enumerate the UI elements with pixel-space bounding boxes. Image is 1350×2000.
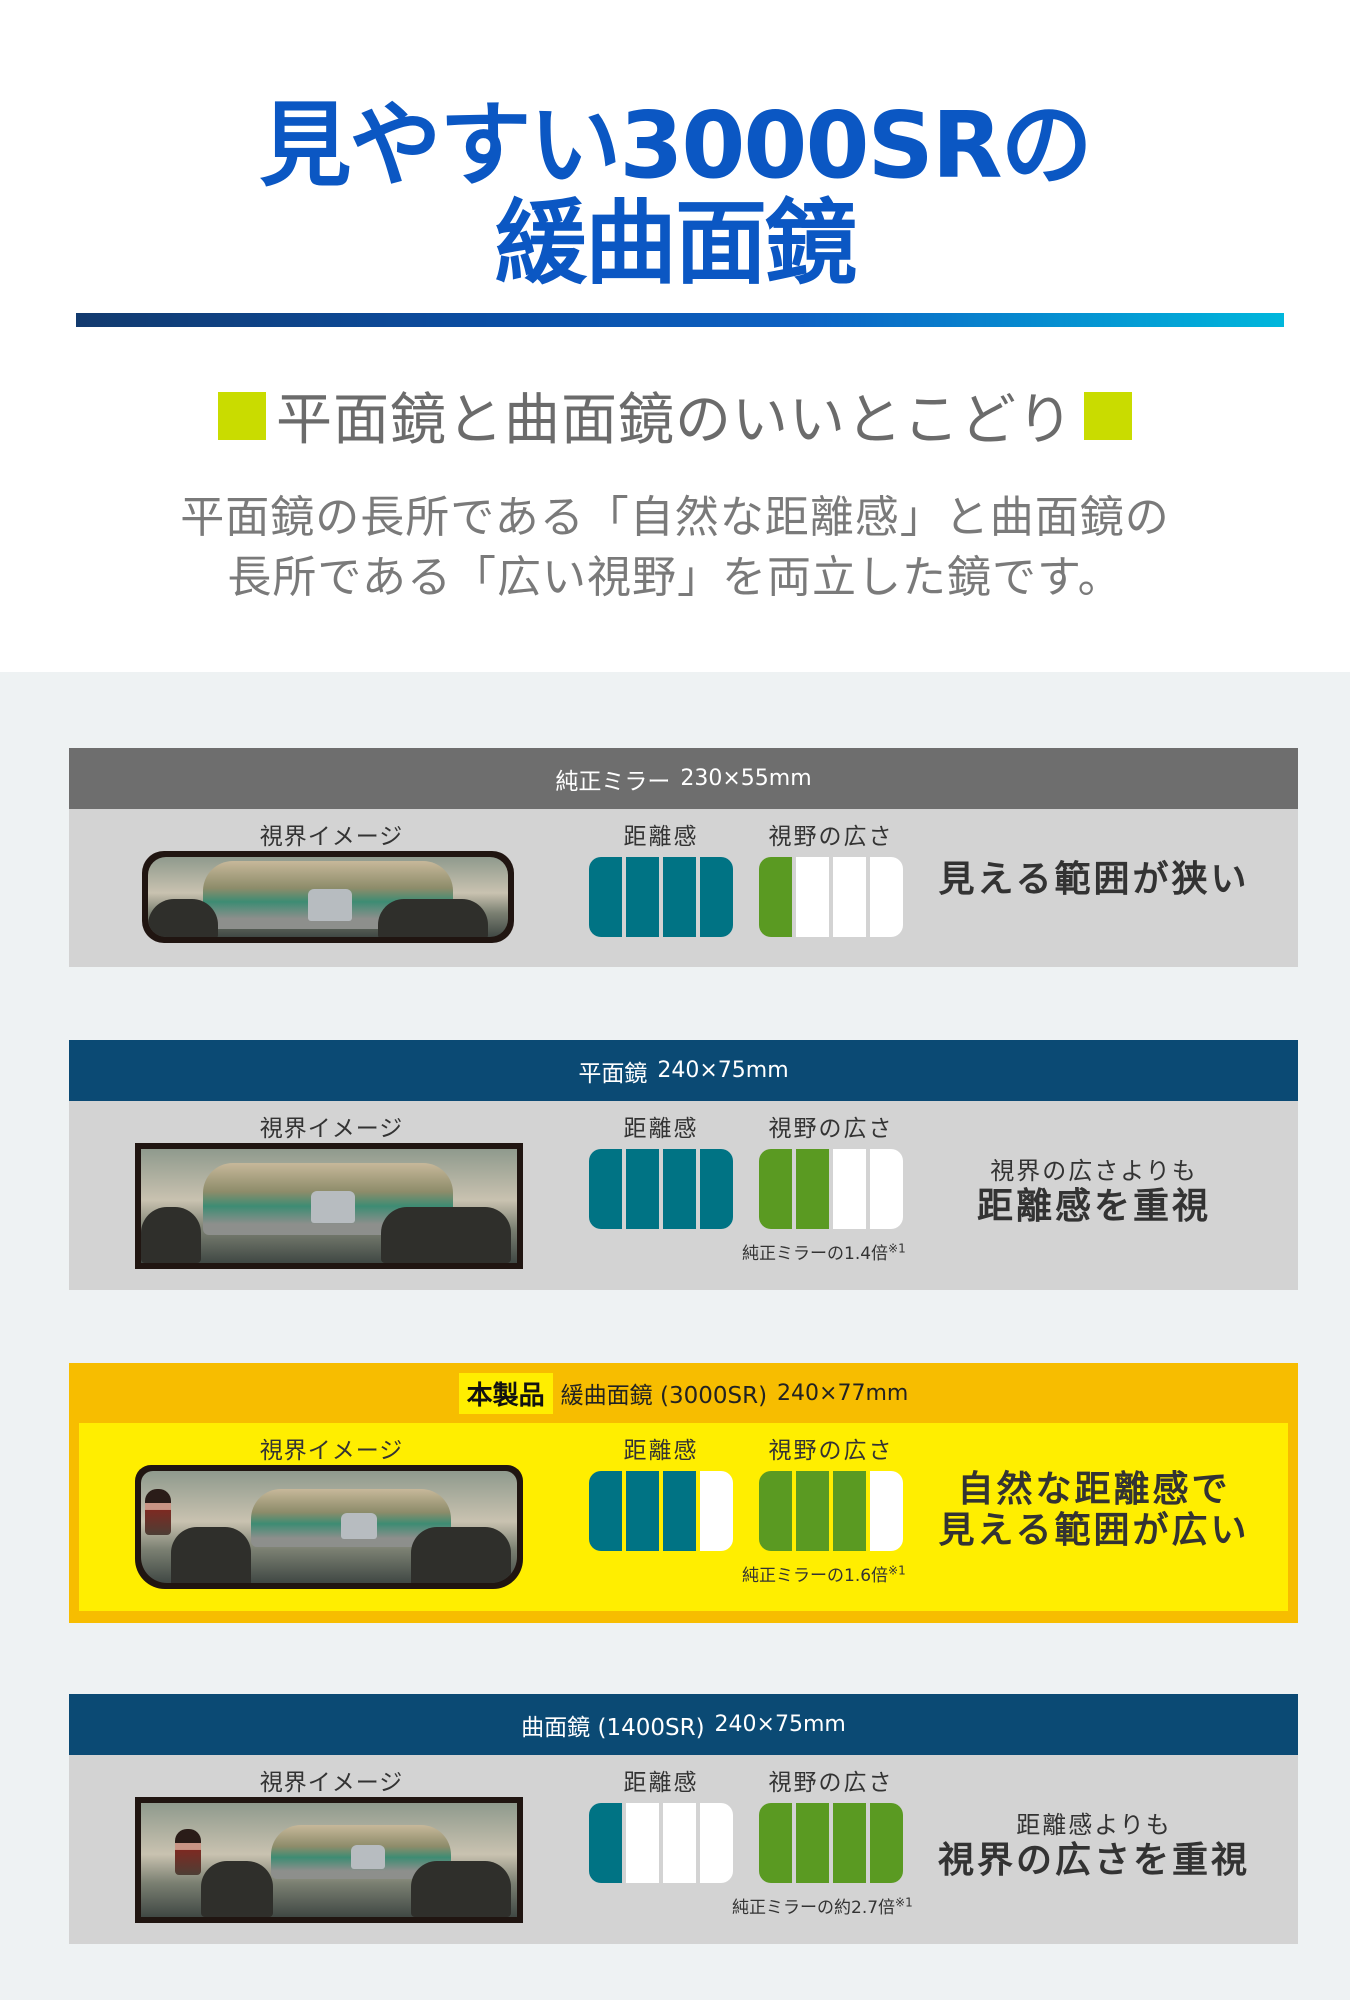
ratio-note: 純正ミラーの約2.7倍※1 (732, 1895, 913, 1918)
hero-section: 見やすい3000SRの 緩曲面鏡 平面鏡と曲面鏡のいいとこどり 平面鏡の長所であ… (0, 0, 1350, 672)
gradient-divider (76, 313, 1284, 327)
distance-meter: 距離感 (589, 1431, 733, 1551)
card-spec: 240×75mm (714, 1712, 846, 1737)
mirror-view-image (135, 1465, 523, 1589)
card-curved-1400sr: 曲面鏡 (1400SR) 240×75mm 視界イメージ 距離感 視野の広さ 純… (69, 1694, 1298, 1944)
card-spec: 240×75mm (657, 1058, 789, 1083)
verdict: 視界の広さよりも 距離感を重視 (899, 1151, 1289, 1227)
field-label: 視野の広さ (768, 824, 894, 850)
subtitle-text: 平面鏡と曲面鏡のいいとこどり (276, 388, 1074, 453)
square-marker-icon (1084, 391, 1132, 440)
card-title: 緩曲面鏡 (3000SR) (560, 1383, 768, 1409)
card-header: 本製品 緩曲面鏡 (3000SR) 240×77mm (69, 1363, 1298, 1423)
verdict: 距離感よりも 視界の広さを重視 (899, 1805, 1289, 1881)
product-badge: 本製品 (458, 1372, 553, 1414)
mirror-view-image (135, 1797, 523, 1923)
page-title-line2: 緩曲面鏡 (494, 190, 857, 297)
image-label: 視界イメージ (259, 824, 404, 850)
distance-meter: 距離感 (589, 817, 733, 937)
card-spec: 240×77mm (777, 1380, 909, 1406)
card-header: 純正ミラー 230×55mm (69, 748, 1298, 809)
distance-label: 距離感 (623, 824, 699, 850)
page-title-line1: 見やすい3000SRの (259, 92, 1092, 199)
distance-meter: 距離感 (589, 1763, 733, 1883)
card-body: 視界イメージ 距離感 視野の広さ 純正ミラーの1.6倍※1 自然な距離感で (79, 1423, 1288, 1611)
distance-meter: 距離感 (589, 1109, 733, 1229)
card-header: 曲面鏡 (1400SR) 240×75mm (69, 1694, 1298, 1755)
distance-label: 距離感 (623, 1770, 699, 1796)
field-label: 視野の広さ (768, 1438, 894, 1464)
description-line2: 長所である「広い視野」を両立した鏡です。 (227, 552, 1123, 603)
field-meter: 視野の広さ (759, 1109, 903, 1229)
card-product-3000sr: 本製品 緩曲面鏡 (3000SR) 240×77mm 視界イメージ 距離感 視野… (69, 1363, 1298, 1623)
ratio-note: 純正ミラーの1.4倍※1 (742, 1241, 906, 1264)
subtitle: 平面鏡と曲面鏡のいいとこどり (0, 375, 1350, 456)
verdict-sub: 視界の広さよりも (990, 1157, 1198, 1185)
verdict-main: 距離感を重視 (976, 1186, 1211, 1227)
verdict-sub: 距離感よりも (1016, 1811, 1172, 1839)
card-spec: 230×55mm (680, 766, 812, 791)
verdict-main: 視界の広さを重視 (937, 1840, 1250, 1881)
meters: 距離感 視野の広さ (589, 1431, 903, 1551)
description-line1: 平面鏡の長所である「自然な距離感」と曲面鏡の (180, 492, 1170, 543)
meters: 距離感 視野の広さ (589, 1109, 903, 1229)
verdict: 自然な距離感で 見える範囲が広い (899, 1469, 1289, 1552)
distance-label: 距離感 (623, 1116, 699, 1142)
card-title: 平面鏡 (578, 1060, 648, 1087)
verdict-line1: 自然な距離感で (957, 1469, 1231, 1510)
card-stock-mirror: 純正ミラー 230×55mm 視界イメージ 距離感 視野の広さ 見える範囲が狭い (69, 748, 1298, 967)
meters: 距離感 視野の広さ (589, 1763, 903, 1883)
card-header: 平面鏡 240×75mm (69, 1040, 1298, 1101)
image-label: 視界イメージ (259, 1770, 404, 1796)
verdict-line2: 見える範囲が広い (938, 1510, 1250, 1552)
field-meter: 視野の広さ (759, 817, 903, 937)
mirror-view-image (135, 1143, 523, 1269)
field-meter: 視野の広さ (759, 1763, 903, 1883)
card-body: 視界イメージ 距離感 視野の広さ 純正ミラーの1.4倍※1 視界の広さよりも 距… (69, 1101, 1298, 1290)
distance-label: 距離感 (623, 1438, 699, 1464)
square-marker-icon (218, 391, 266, 440)
card-title: 曲面鏡 (1400SR) (521, 1714, 705, 1741)
verdict: 見える範囲が狭い (899, 859, 1289, 900)
image-label: 視界イメージ (259, 1438, 404, 1464)
field-label: 視野の広さ (768, 1116, 894, 1142)
field-label: 視野の広さ (768, 1770, 894, 1796)
image-label: 視界イメージ (259, 1116, 404, 1142)
card-flat-mirror: 平面鏡 240×75mm 視界イメージ 距離感 視野の広さ 純正ミラーの1.4倍… (69, 1040, 1298, 1290)
card-body: 視界イメージ 距離感 視野の広さ 見える範囲が狭い (69, 809, 1298, 967)
card-body: 視界イメージ 距離感 視野の広さ 純正ミラーの約2.7倍※1 距離感よりも (69, 1755, 1298, 1944)
ratio-note: 純正ミラーの1.6倍※1 (742, 1563, 906, 1586)
verdict-main: 見える範囲が狭い (938, 859, 1250, 900)
mirror-view-image (142, 851, 514, 943)
meters: 距離感 視野の広さ (589, 817, 903, 937)
card-title: 純正ミラー (555, 768, 671, 795)
field-meter: 視野の広さ (759, 1431, 903, 1551)
